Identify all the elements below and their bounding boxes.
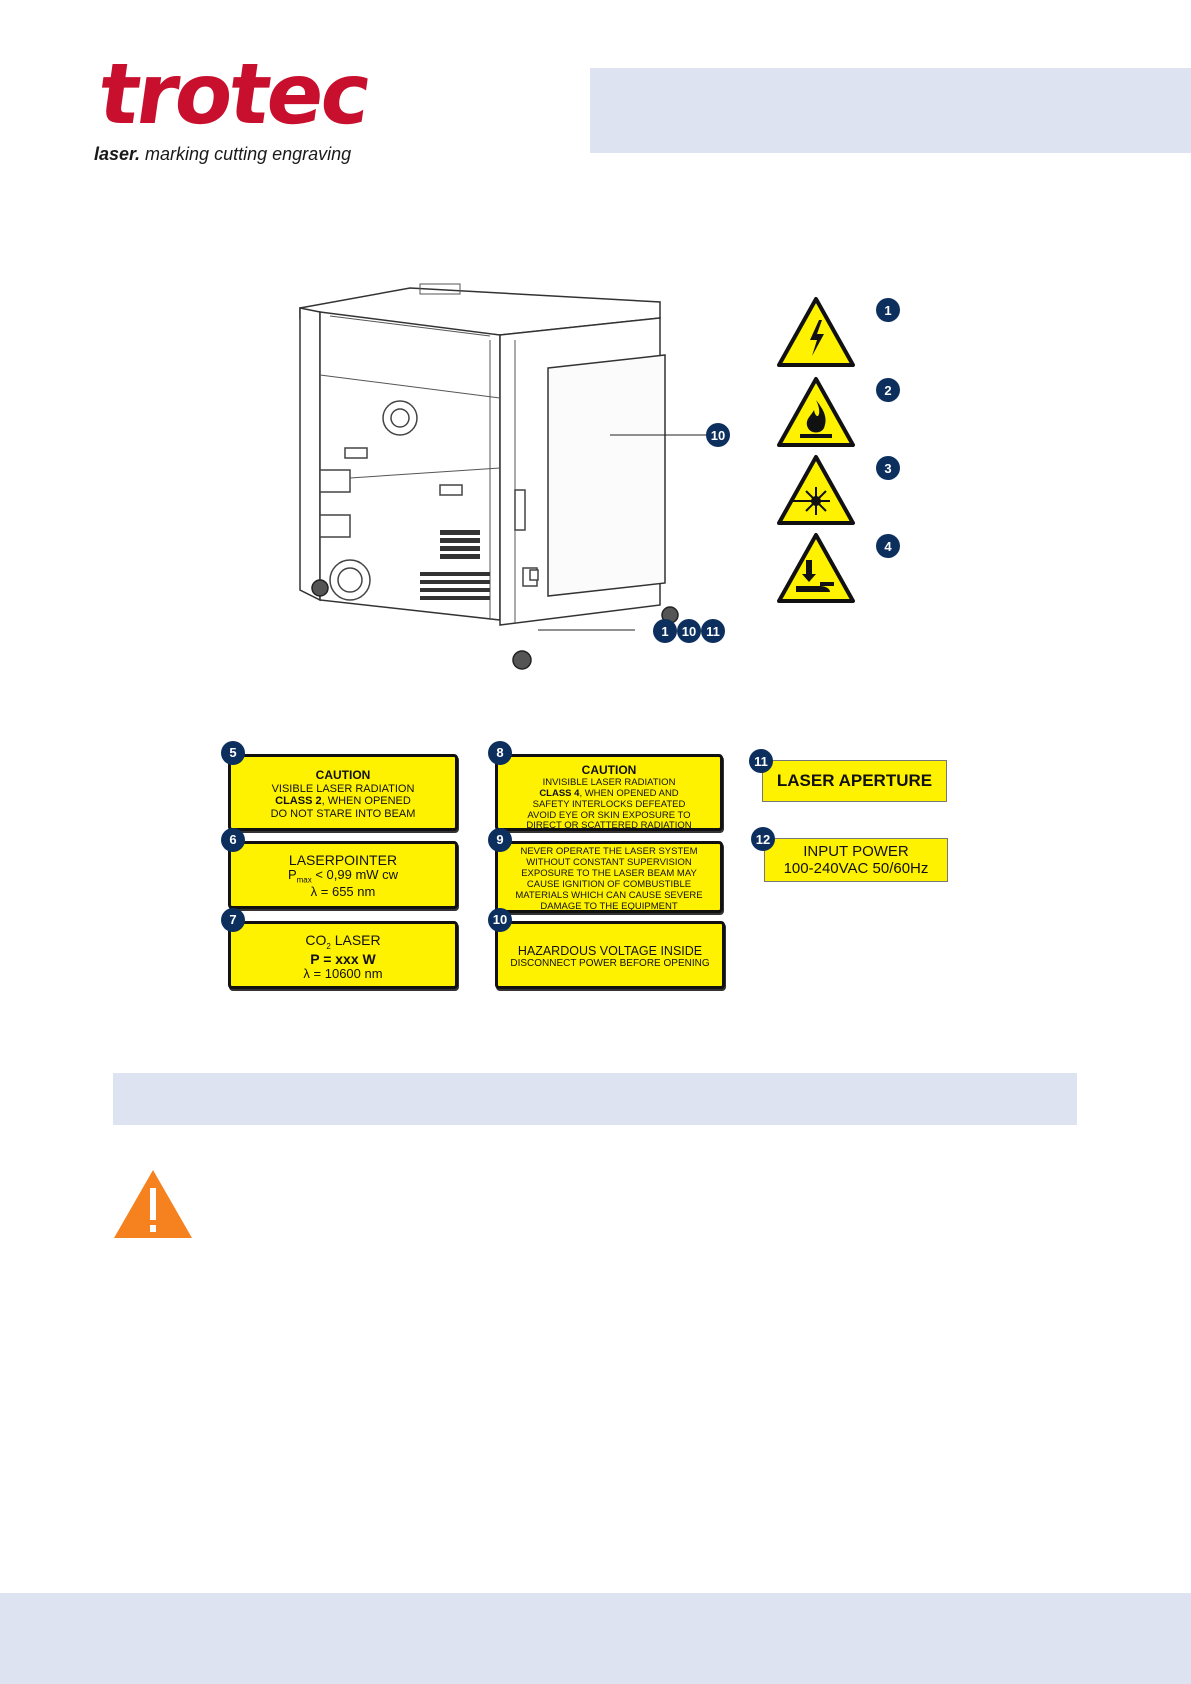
label-line: DAMAGE TO THE EQUIPMENT bbox=[540, 900, 678, 912]
label-line: λ = 655 nm bbox=[310, 883, 376, 899]
label-12-input-power: 12 INPUT POWER 100-240VAC 50/60Hz bbox=[751, 827, 948, 882]
label-line-sub: max bbox=[296, 875, 312, 885]
warning-notice bbox=[112, 1168, 194, 1245]
hazard-symbol-list: 1 2 3 4 bbox=[776, 296, 916, 626]
label-line: AVOID EYE OR SKIN EXPOSURE TO bbox=[527, 809, 691, 821]
symbol-number-badge: 2 bbox=[876, 378, 900, 402]
label-line: DISCONNECT POWER BEFORE OPENING bbox=[510, 958, 710, 970]
callout-badge: 1 bbox=[653, 619, 677, 643]
label-number-badge: 12 bbox=[751, 827, 775, 851]
label-line: CAUSE IGNITION OF COMBUSTIBLE bbox=[526, 878, 692, 890]
label-11-laser-aperture: 11 LASER APERTURE bbox=[749, 749, 947, 802]
label-line: NEVER OPERATE THE LASER SYSTEM bbox=[520, 846, 698, 857]
label-number-badge: 6 bbox=[221, 828, 245, 852]
logo-tagline-bold: laser. bbox=[94, 144, 141, 164]
label-line-post: LASER bbox=[330, 932, 381, 948]
label-line: DO NOT STARE INTO BEAM bbox=[270, 808, 416, 821]
label-number-badge: 5 bbox=[221, 741, 245, 765]
symbol-number-badge: 4 bbox=[876, 534, 900, 558]
label-line: 100-240VAC 50/60Hz bbox=[783, 860, 929, 877]
label-line: CLASS 4, WHEN OPENED AND bbox=[498, 787, 720, 800]
label-line: λ = 10600 nm bbox=[303, 966, 383, 982]
label-line: CAUTION bbox=[581, 763, 637, 777]
label-line: CLASS 2, WHEN OPENED bbox=[231, 795, 455, 808]
label-line: DIRECT OR SCATTERED RADIATION bbox=[526, 820, 692, 832]
section-heading-band bbox=[113, 1073, 1077, 1125]
label-number-badge: 7 bbox=[221, 908, 245, 932]
callout-badge: 11 bbox=[701, 619, 725, 643]
label-9-never-operate: 9 NEVER OPERATE THE LASER SYSTEM WITHOUT… bbox=[488, 828, 723, 913]
label-line: HAZARDOUS VOLTAGE INSIDE bbox=[517, 944, 703, 958]
label-line-post: < 0,99 mW cw bbox=[311, 867, 399, 883]
hazard-symbol-4: 4 bbox=[776, 532, 916, 612]
label-line-pre: P bbox=[287, 867, 297, 883]
callout-badge: 10 bbox=[677, 619, 701, 643]
electric-shock-hazard-icon bbox=[777, 297, 855, 367]
label-line-sub: 2 bbox=[326, 941, 331, 951]
symbol-number-badge: 1 bbox=[876, 298, 900, 322]
label-line: WITHOUT CONSTANT SUPERVISION bbox=[526, 856, 692, 868]
logo-wordmark: trotec bbox=[93, 45, 376, 143]
label-line: INVISIBLE LASER RADIATION bbox=[542, 776, 676, 788]
symbol-number-badge: 3 bbox=[876, 456, 900, 480]
label-line: MATERIALS WHICH CAN CAUSE SEVERE bbox=[515, 889, 703, 901]
label-line: EXPOSURE TO THE LASER BEAM MAY bbox=[521, 867, 697, 879]
label-line-bold: CLASS 2 bbox=[275, 795, 322, 808]
trotec-logo: trotec laser. marking cutting engraving bbox=[93, 45, 394, 165]
label-line: LASER APERTURE bbox=[776, 771, 933, 790]
label-number-badge: 8 bbox=[488, 741, 512, 765]
label-10-hazardous-voltage: 10 HAZARDOUS VOLTAGE INSIDE DISCONNECT P… bbox=[488, 908, 725, 989]
label-number-badge: 9 bbox=[488, 828, 512, 852]
machine-diagram: 10 1 10 11 bbox=[290, 280, 740, 680]
label-line: Pmax < 0,99 mW cw bbox=[231, 867, 455, 885]
footer-band bbox=[0, 1593, 1191, 1684]
label-line: CAUTION bbox=[315, 768, 371, 782]
hazard-symbol-2: 2 bbox=[776, 376, 916, 456]
label-line: VISIBLE LASER RADIATION bbox=[271, 782, 415, 795]
label-number-badge: 11 bbox=[749, 749, 773, 773]
fire-hazard-icon bbox=[777, 377, 855, 447]
hand-crush-hazard-icon bbox=[777, 533, 855, 603]
laser-machine-drawing bbox=[299, 283, 710, 670]
logo-tagline-rest: marking cutting engraving bbox=[140, 144, 352, 164]
label-line-pre: CO bbox=[305, 932, 327, 948]
label-line: P = xxx W bbox=[310, 950, 376, 967]
label-line: SAFETY INTERLOCKS DEFEATED bbox=[532, 798, 686, 810]
hazard-symbol-1: 1 bbox=[776, 296, 916, 376]
label-line-rest: , WHEN OPENED AND bbox=[579, 787, 679, 799]
label-7-co2-laser: 7 CO2 LASER P = xxx W λ = 10600 nm bbox=[221, 908, 458, 989]
label-line-rest: , WHEN OPENED bbox=[321, 795, 411, 808]
label-8-caution-class4: 8 CAUTION INVISIBLE LASER RADIATION CLAS… bbox=[488, 741, 723, 832]
header-band bbox=[590, 68, 1191, 153]
label-line-bold: CLASS 4 bbox=[539, 787, 580, 799]
label-number-badge: 10 bbox=[488, 908, 512, 932]
label-line: INPUT POWER bbox=[803, 843, 909, 860]
logo-tagline: laser. marking cutting engraving bbox=[94, 144, 394, 165]
callout-badge: 10 bbox=[706, 423, 730, 447]
laser-radiation-hazard-icon bbox=[777, 455, 855, 525]
label-line: LASERPOINTER bbox=[288, 852, 398, 868]
label-6-laserpointer: 6 LASERPOINTER Pmax < 0,99 mW cw λ = 655… bbox=[221, 828, 458, 909]
label-5-caution-class2: 5 CAUTION VISIBLE LASER RADIATION CLASS … bbox=[221, 741, 458, 831]
hazard-symbol-3: 3 bbox=[776, 454, 916, 534]
label-line: CO2 LASER bbox=[231, 932, 455, 951]
warning-triangle-icon bbox=[114, 1170, 192, 1238]
